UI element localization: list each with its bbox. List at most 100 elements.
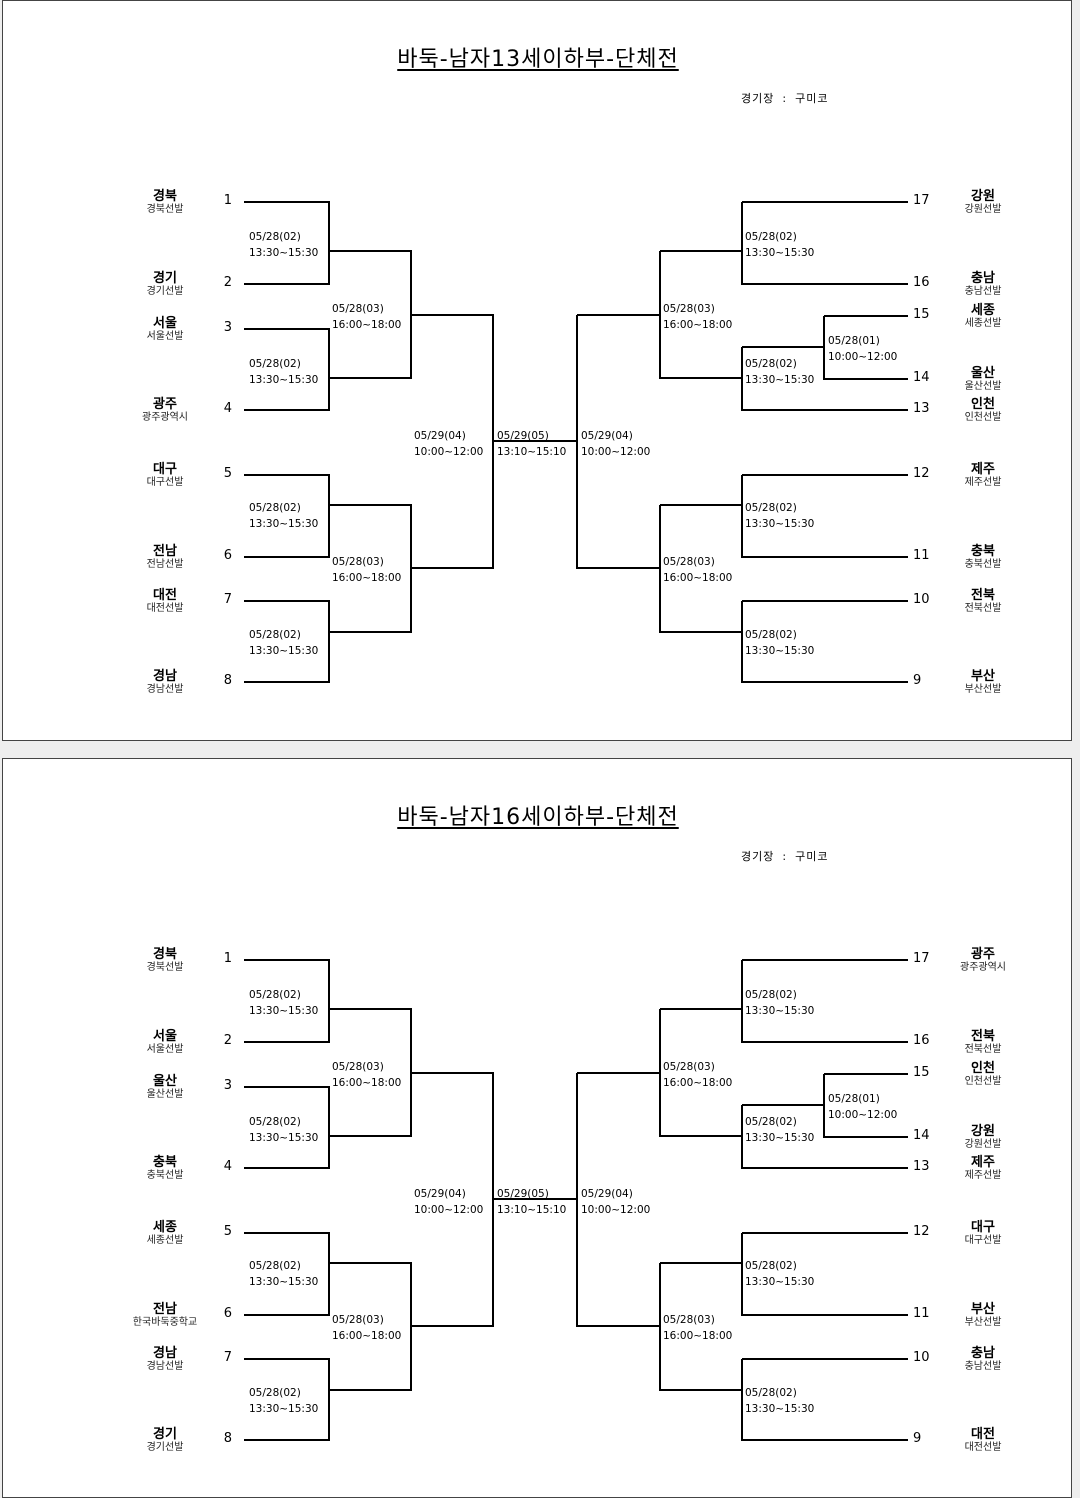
team-subtitle: 인천선발	[964, 1076, 1002, 1087]
seed-number: 5	[223, 466, 232, 481]
team-subtitle: 서울선발	[146, 1044, 184, 1055]
team-subtitle: 울산선발	[146, 1089, 184, 1100]
match-time: 16:00~18:00	[332, 319, 402, 331]
team-subtitle: 충북선발	[146, 1170, 184, 1181]
schedule-qf-left: 05/28(03)16:00~18:00	[332, 1312, 401, 1344]
team-subtitle: 강원선발	[964, 204, 1002, 215]
team-subtitle: 전북선발	[964, 1044, 1002, 1055]
bracket-line	[492, 315, 494, 569]
bracket-line	[328, 960, 330, 1043]
entry-line	[824, 378, 908, 380]
seed-number: 2	[223, 1033, 232, 1048]
team-subtitle: 경북선발	[146, 204, 184, 215]
schedule-qf-left: 05/28(03) 16:00~18:00	[332, 301, 401, 333]
seed-number: 7	[223, 592, 232, 607]
match-time: 10:00~12:00	[581, 446, 651, 458]
pre-output-line	[742, 346, 825, 348]
match-date: 05/29(04)	[581, 1188, 633, 1200]
seed-number: 5	[223, 1224, 232, 1239]
entry-line	[244, 681, 330, 683]
entry-line	[742, 681, 908, 683]
seed-number: 13	[913, 401, 930, 416]
schedule-r1-left: 05/28(02)13:30~15:30	[249, 356, 318, 388]
bracket-line	[328, 1233, 330, 1316]
bracket-line	[741, 347, 743, 411]
match-date: 05/28(03)	[663, 1314, 715, 1326]
team-subtitle: 대전선발	[146, 603, 184, 614]
match-date: 05/29(05)	[497, 430, 549, 442]
entry-line	[742, 556, 908, 558]
schedule-qf-right: 05/28(03)16:00~18:00	[663, 1059, 732, 1091]
bracket-line	[741, 960, 743, 1043]
bracket-line	[741, 1233, 743, 1316]
bracket-line	[741, 601, 743, 683]
team-subtitle: 경기선발	[146, 1442, 184, 1453]
schedule-qf-right: 05/28(03) 16:00~18:00	[663, 554, 732, 586]
venue-info: 경기장:구미코	[741, 850, 829, 863]
team-name: 대구	[971, 1220, 995, 1235]
team-name: 대전	[971, 1427, 995, 1442]
team-subtitle: 세종선발	[964, 318, 1002, 329]
team-subtitle: 경북선발	[146, 962, 184, 973]
schedule-r1-right: 05/28(02)13:30~15:30	[745, 627, 814, 659]
entry-line	[244, 1439, 330, 1441]
match-date: 05/28(02)	[249, 629, 301, 641]
r1-output-line	[660, 631, 743, 633]
bracket-line	[823, 316, 825, 380]
entry-line	[742, 1041, 908, 1043]
match-date: 05/28(03)	[663, 556, 715, 568]
team-subtitle: 부산선발	[964, 684, 1002, 695]
team-name: 광주	[153, 397, 177, 412]
schedule-sf-left: 05/29(04)10:00~12:00	[414, 428, 483, 460]
team-name: 충남	[971, 1346, 995, 1361]
team-name: 전북	[971, 1029, 995, 1044]
team-name: 충북	[153, 1155, 177, 1170]
match-time: 10:00~12:00	[414, 1204, 484, 1216]
match-time: 16:00~18:00	[663, 572, 733, 584]
match-time: 16:00~18:00	[663, 319, 733, 331]
schedule-r1-right: 05/28(02)13:30~15:30	[745, 1385, 814, 1417]
match-time: 13:30~15:30	[249, 1132, 319, 1144]
match-date: 05/28(03)	[332, 1061, 384, 1073]
team-name: 부산	[971, 669, 995, 684]
team-subtitle: 서울선발	[146, 331, 184, 342]
seed-number: 10	[913, 1350, 930, 1365]
team-subtitle: 부산선발	[964, 1317, 1002, 1328]
team-name: 강원	[971, 1124, 995, 1139]
match-date: 05/28(03)	[332, 303, 384, 315]
team-subtitle: 광주광역시	[142, 412, 188, 423]
schedule-r1-right: 05/28(02)13:30~15:30	[745, 1258, 814, 1290]
entry-line	[244, 201, 330, 203]
match-date: 05/28(02)	[745, 1260, 797, 1272]
team-subtitle: 강원선발	[964, 1139, 1002, 1150]
r1-output-line	[329, 504, 412, 506]
match-time: 13:10~15:10	[497, 446, 567, 458]
team-name: 서울	[153, 316, 177, 331]
r1-output-line	[660, 1262, 743, 1264]
match-date: 05/28(02)	[249, 989, 301, 1001]
match-time: 16:00~18:00	[332, 1077, 402, 1089]
entry-line	[244, 959, 330, 961]
team-subtitle: 대구선발	[146, 477, 184, 488]
entry-line	[742, 409, 908, 411]
schedule-r1-left: 05/28(02)13:30~15:30	[249, 500, 318, 532]
match-date: 05/28(02)	[745, 502, 797, 514]
bracket-line	[410, 1263, 412, 1391]
seed-number: 3	[223, 320, 232, 335]
team-subtitle: 한국바둑중학교	[132, 1317, 198, 1328]
match-time: 13:30~15:30	[745, 1403, 815, 1415]
r1-output-line	[329, 631, 412, 633]
match-date: 05/29(04)	[414, 430, 466, 442]
entry-line	[742, 283, 908, 285]
pre-output-line	[742, 1104, 825, 1106]
qf-output-line	[577, 567, 661, 569]
entry-line	[742, 201, 908, 203]
